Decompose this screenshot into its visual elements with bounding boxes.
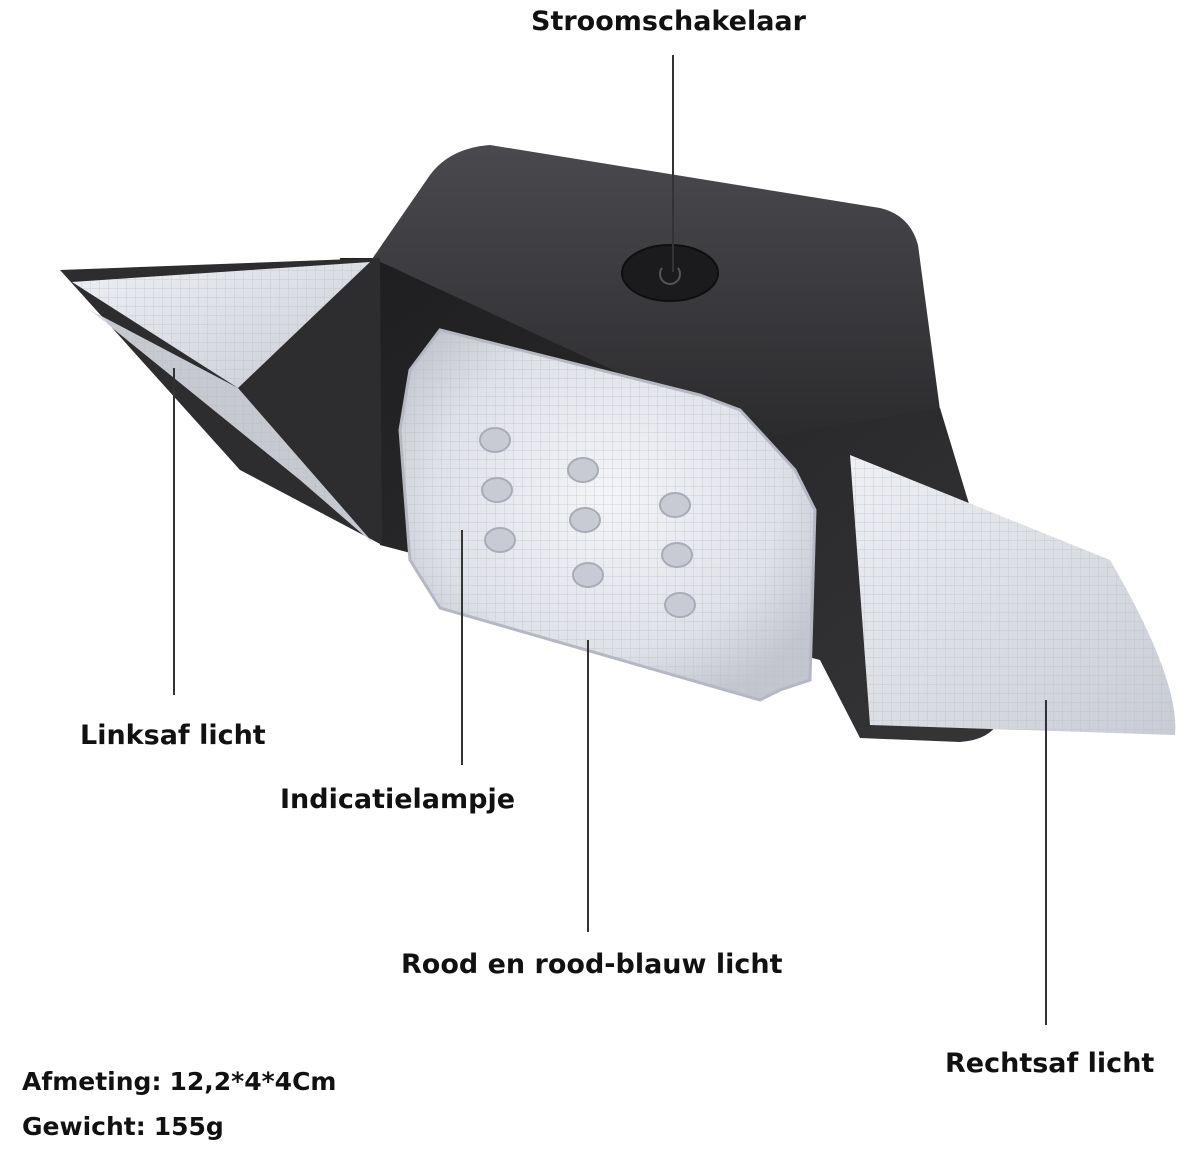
power-switch-label: Stroomschakelaar — [531, 6, 806, 37]
weight-spec-value: 155g — [153, 1112, 224, 1141]
size-spec-label: Afmeting: — [22, 1067, 162, 1096]
indicator-label: Indicatielampje — [280, 784, 516, 815]
left-turn-label: Linksaf licht — [80, 720, 266, 751]
leader-lines — [173, 55, 1047, 1025]
weight-spec: Gewicht:155g — [22, 1114, 224, 1139]
led-dots — [479, 427, 696, 618]
size-spec-value: 12,2*4*4Cm — [169, 1067, 337, 1096]
right-turn-label: Rechtsaf licht — [945, 1048, 1155, 1079]
size-spec: Afmeting:12,2*4*4Cm — [22, 1069, 336, 1094]
weight-spec-label: Gewicht: — [22, 1112, 146, 1141]
power-button — [621, 244, 719, 302]
red-blue-label: Rood en rood-blauw licht — [401, 949, 783, 980]
